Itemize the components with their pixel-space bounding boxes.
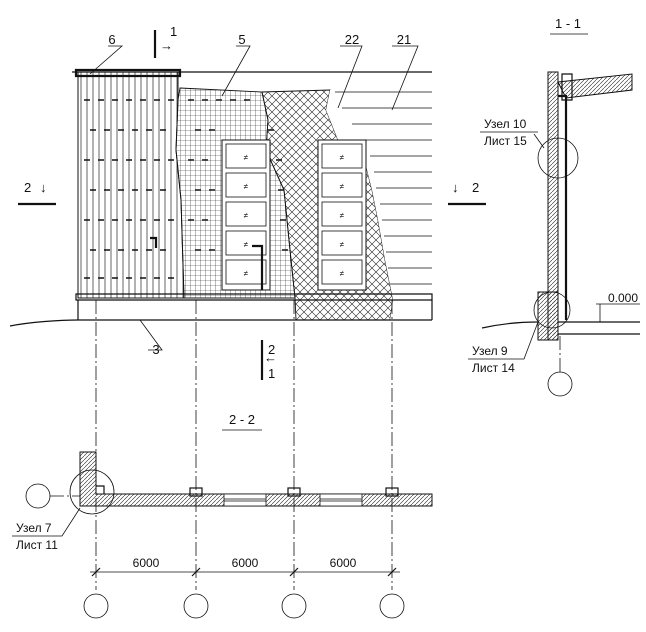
zone-6-joints: [84, 99, 174, 279]
section-roof-slab: [557, 73, 633, 99]
section-1-1: 1 - 1 0.000 Узел 10 Лист 15 Узел 9 Лист …: [468, 16, 640, 397]
section-foundation: [537, 291, 559, 341]
svg-text:1: 1: [170, 24, 177, 39]
axis-bubble-1: [83, 593, 109, 619]
svg-text:→: →: [160, 38, 173, 53]
span-dimension: 6000: [232, 556, 259, 570]
window-mark: ≠: [340, 269, 345, 278]
plinth-base: [77, 300, 433, 320]
zone-label-21: 21: [397, 32, 411, 47]
plan-pilaster: [385, 487, 399, 497]
node-9-sheet: Лист 14: [472, 361, 515, 375]
plan-2-2-title: 2 - 2: [229, 412, 255, 427]
window-column-2: ≠ ≠ ≠ ≠ ≠: [317, 139, 367, 291]
section-marker-2-left: 2 ↓: [18, 180, 56, 206]
zone-leaders: [89, 45, 419, 351]
svg-text:2: 2: [472, 180, 479, 195]
node-10-label: Узел 10: [484, 117, 527, 131]
level-mark: 0.000: [608, 291, 638, 305]
svg-text:↓: ↓: [452, 180, 459, 195]
node-10-sheet: Лист 15: [484, 134, 527, 148]
plan-pilaster: [287, 487, 301, 497]
axis-bubble-2: [183, 593, 209, 619]
window-mark: ≠: [244, 240, 249, 249]
span-dimension: 6000: [133, 556, 160, 570]
plan-2-2: 2 - 2 Узел 7 Лист 11 6000 6000 6000: [12, 412, 433, 619]
zone-label-5: 5: [238, 32, 245, 47]
axis-bubble-section: [547, 371, 573, 397]
axis-bubble-4: [379, 593, 405, 619]
svg-text:←: ←: [264, 350, 277, 365]
svg-text:2: 2: [268, 342, 275, 357]
span-dimension: 6000: [330, 556, 357, 570]
window-mark: ≠: [340, 182, 345, 191]
axis-bubble-3: [281, 593, 307, 619]
svg-text:2: 2: [24, 180, 31, 195]
node-10-circle: [537, 137, 579, 179]
left-pilaster: [74, 68, 182, 78]
section-marker-2-1-bottom: 2 ← 1: [264, 342, 277, 381]
node-9-circle: [533, 291, 571, 329]
window-mark: ≠: [244, 269, 249, 278]
plan-pilaster: [189, 487, 203, 497]
section-marker-1-top: 1 →: [160, 24, 177, 53]
facade-elevation: ≠ ≠ ≠ ≠ ≠ ≠ ≠ ≠ ≠ ≠ 6 5 22 21 3: [9, 24, 486, 590]
window-mark: ≠: [340, 153, 345, 162]
window-mark: ≠: [244, 211, 249, 220]
zone-21-lines: [335, 91, 432, 285]
zone-label-6: 6: [108, 32, 115, 47]
zone-6-panels: [77, 71, 185, 299]
svg-text:1: 1: [268, 366, 275, 381]
zone-label-3: 3: [152, 342, 159, 357]
window-mark: ≠: [340, 240, 345, 249]
window-mark: ≠: [340, 211, 345, 220]
window-mark: ≠: [244, 153, 249, 162]
node-9-label: Узел 9: [472, 344, 508, 358]
ground-line: [9, 319, 432, 327]
zone-21-render: [326, 90, 432, 320]
section-1-cut-line: [150, 30, 264, 380]
window-mark: ≠: [244, 182, 249, 191]
section-marker-2-right: ↓ 2: [448, 180, 486, 206]
node-7-circle: [69, 469, 115, 515]
axis-bubble-row: [25, 483, 51, 509]
node-7-label: Узел 7: [16, 521, 52, 535]
zone-label-22: 22: [345, 32, 359, 47]
section-1-1-title: 1 - 1: [555, 16, 581, 31]
svg-text:↓: ↓: [40, 180, 47, 195]
node-7-sheet: Лист 11: [16, 538, 58, 552]
